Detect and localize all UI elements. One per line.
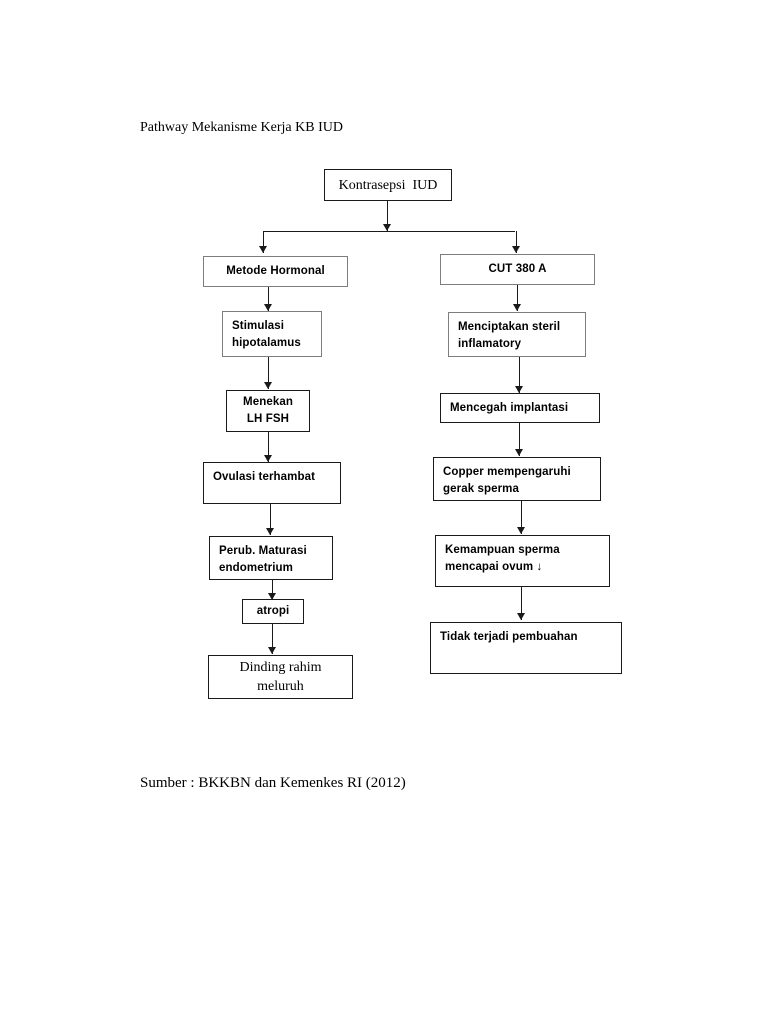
connector-root-stem bbox=[387, 201, 388, 231]
connector-stimulasi-menekan bbox=[268, 357, 269, 389]
arrowhead-root-stem bbox=[383, 224, 391, 231]
connector-steril-mencegah bbox=[519, 357, 520, 393]
arrowhead-ovulasi-perub bbox=[266, 528, 274, 535]
connector-mencegah-copper bbox=[519, 423, 520, 456]
connector-menekan-ovulasi bbox=[268, 432, 269, 462]
node-ovulasi-terhambat[interactable]: Ovulasi terhambat bbox=[203, 462, 341, 504]
connector-split-left bbox=[263, 231, 264, 253]
node-label: CUT 380 A bbox=[488, 263, 547, 275]
arrowhead-atropi-dinding bbox=[268, 647, 276, 654]
arrowhead-stimulasi-menekan bbox=[264, 382, 272, 389]
node-label: Mencegah implantasi bbox=[450, 401, 569, 414]
connector-split-bar bbox=[263, 231, 515, 232]
node-label: Stimulasi hipotalamus bbox=[232, 320, 301, 349]
node-mencegah-implantasi[interactable]: Mencegah implantasi bbox=[440, 393, 600, 423]
node-label: Copper mempengaruhi gerak sperma bbox=[443, 466, 571, 495]
node-kontrasepsi-iud[interactable]: Kontrasepsi IUD bbox=[324, 169, 452, 201]
node-label: Menciptakan steril inflamatory bbox=[458, 321, 561, 350]
node-stimulasi-hipotalamus[interactable]: Stimulasi hipotalamus bbox=[222, 311, 322, 357]
arrowhead-kemampuan-pembuahan bbox=[517, 613, 525, 620]
node-cut-380-a[interactable]: CUT 380 A bbox=[440, 254, 595, 285]
connector-atropi-dinding bbox=[272, 624, 273, 654]
node-label: Tidak terjadi pembuahan bbox=[440, 631, 578, 643]
node-label: Kontrasepsi IUD bbox=[338, 177, 438, 193]
node-label: Ovulasi terhambat bbox=[213, 471, 316, 483]
node-tidak-terjadi-pembuahan[interactable]: Tidak terjadi pembuahan bbox=[430, 622, 622, 674]
connector-ovulasi-perub bbox=[270, 504, 271, 535]
arrowhead-menekan-ovulasi bbox=[264, 455, 272, 462]
arrowhead-hormonal-stimulasi bbox=[264, 304, 272, 311]
node-atropi[interactable]: atropi bbox=[242, 599, 304, 624]
arrowhead-perub-atropi bbox=[268, 593, 276, 600]
arrowhead-steril-mencegah bbox=[515, 386, 523, 393]
arrowhead-split-left bbox=[259, 246, 267, 253]
node-label: atropi bbox=[256, 605, 290, 617]
node-dinding-rahim-meluruh[interactable]: Dinding rahim meluruh bbox=[208, 655, 353, 699]
node-label: Kemampuan sperma mencapai ovum ↓ bbox=[445, 544, 560, 573]
connector-perub-atropi bbox=[272, 580, 273, 600]
node-label: Dinding rahim meluruh bbox=[239, 660, 322, 694]
connector-copper-kemampuan bbox=[521, 501, 522, 534]
connector-cut380a-steril bbox=[517, 285, 518, 311]
arrowhead-cut380a-steril bbox=[513, 304, 521, 311]
node-copper-mempengaruhi-gerak-sperma[interactable]: Copper mempengaruhi gerak sperma bbox=[433, 457, 601, 501]
node-menciptakan-steril-inflamatory[interactable]: Menciptakan steril inflamatory bbox=[448, 312, 586, 357]
node-label: Metode Hormonal bbox=[226, 265, 325, 277]
connector-kemampuan-pembuahan bbox=[521, 587, 522, 620]
node-metode-hormonal[interactable]: Metode Hormonal bbox=[203, 256, 348, 287]
node-label: Menekan LH FSH bbox=[243, 396, 293, 425]
source-note: Sumber : BKKBN dan Kemenkes RI (2012) bbox=[140, 775, 406, 791]
arrowhead-mencegah-copper bbox=[515, 449, 523, 456]
arrowhead-split-right bbox=[512, 246, 520, 253]
node-menekan-lh-fsh[interactable]: Menekan LH FSH bbox=[226, 390, 310, 432]
node-kemampuan-sperma-mencapai-ovum[interactable]: Kemampuan sperma mencapai ovum ↓ bbox=[435, 535, 610, 587]
node-perub-maturasi-endometrium[interactable]: Perub. Maturasi endometrium bbox=[209, 536, 333, 580]
page-title: Pathway Mekanisme Kerja KB IUD bbox=[140, 120, 343, 135]
connector-hormonal-stimulasi bbox=[268, 287, 269, 311]
arrowhead-copper-kemampuan bbox=[517, 527, 525, 534]
node-label: Perub. Maturasi endometrium bbox=[219, 545, 307, 574]
connector-split-right bbox=[516, 231, 517, 253]
